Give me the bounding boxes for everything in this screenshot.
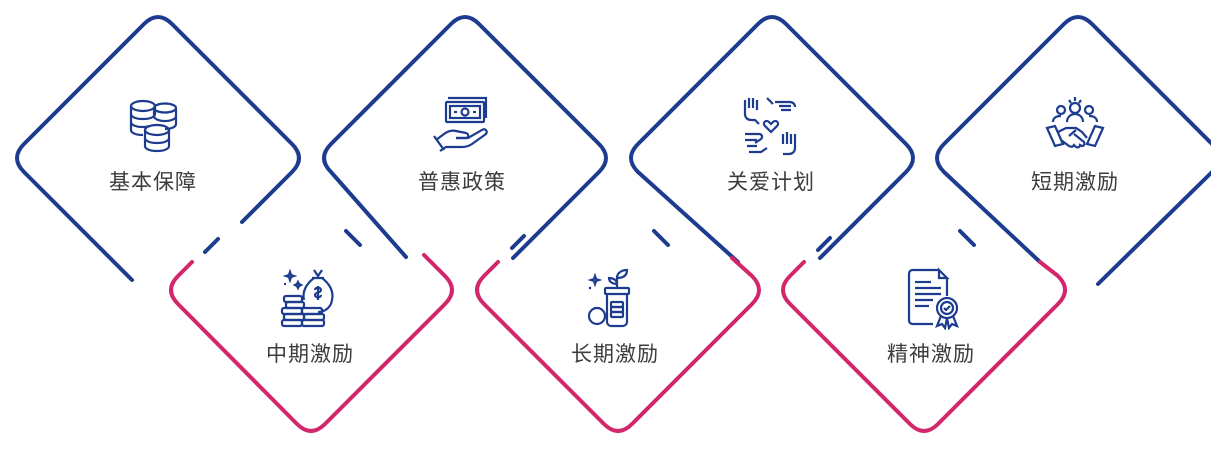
item-label: 关爱计划 [727, 170, 815, 194]
item-inclusive-policy[interactable]: 普惠政策 [372, 94, 552, 196]
item-label: 长期激励 [571, 342, 659, 366]
diamond-frame-3 [629, 15, 915, 264]
diamond-frame-6 [475, 256, 761, 433]
diamond-frame-5 [169, 253, 454, 433]
connector-dashes [203, 229, 976, 254]
certificate-award-icon [907, 267, 959, 330]
coin-stack-icon [129, 99, 178, 153]
item-label: 普惠政策 [418, 170, 506, 194]
money-bag-coins-icon [280, 268, 334, 328]
diamond-frame-7 [781, 260, 1067, 433]
item-care-plan[interactable]: 关爱计划 [681, 94, 861, 196]
diamond-frame-4 [935, 15, 1211, 286]
item-label: 短期激励 [1031, 170, 1119, 194]
item-label: 精神激励 [887, 342, 975, 366]
item-label: 基本保障 [109, 170, 197, 194]
item-basic-security[interactable]: 基本保障 [63, 94, 243, 196]
hand-money-icon [433, 96, 488, 152]
item-mid-term-incentive[interactable]: 中期激励 [220, 266, 400, 368]
diamond-frame-2 [322, 15, 608, 260]
caring-hands-icon [743, 97, 797, 156]
item-spiritual-incentive[interactable]: 精神激励 [841, 266, 1021, 368]
item-label: 中期激励 [266, 342, 354, 366]
item-short-term-incentive[interactable]: 短期激励 [985, 94, 1165, 196]
diamond-frame-1 [15, 15, 301, 282]
team-handshake-icon [1045, 97, 1105, 149]
item-long-term-incentive[interactable]: 长期激励 [525, 266, 705, 368]
plant-jar-coins-icon [587, 268, 631, 328]
